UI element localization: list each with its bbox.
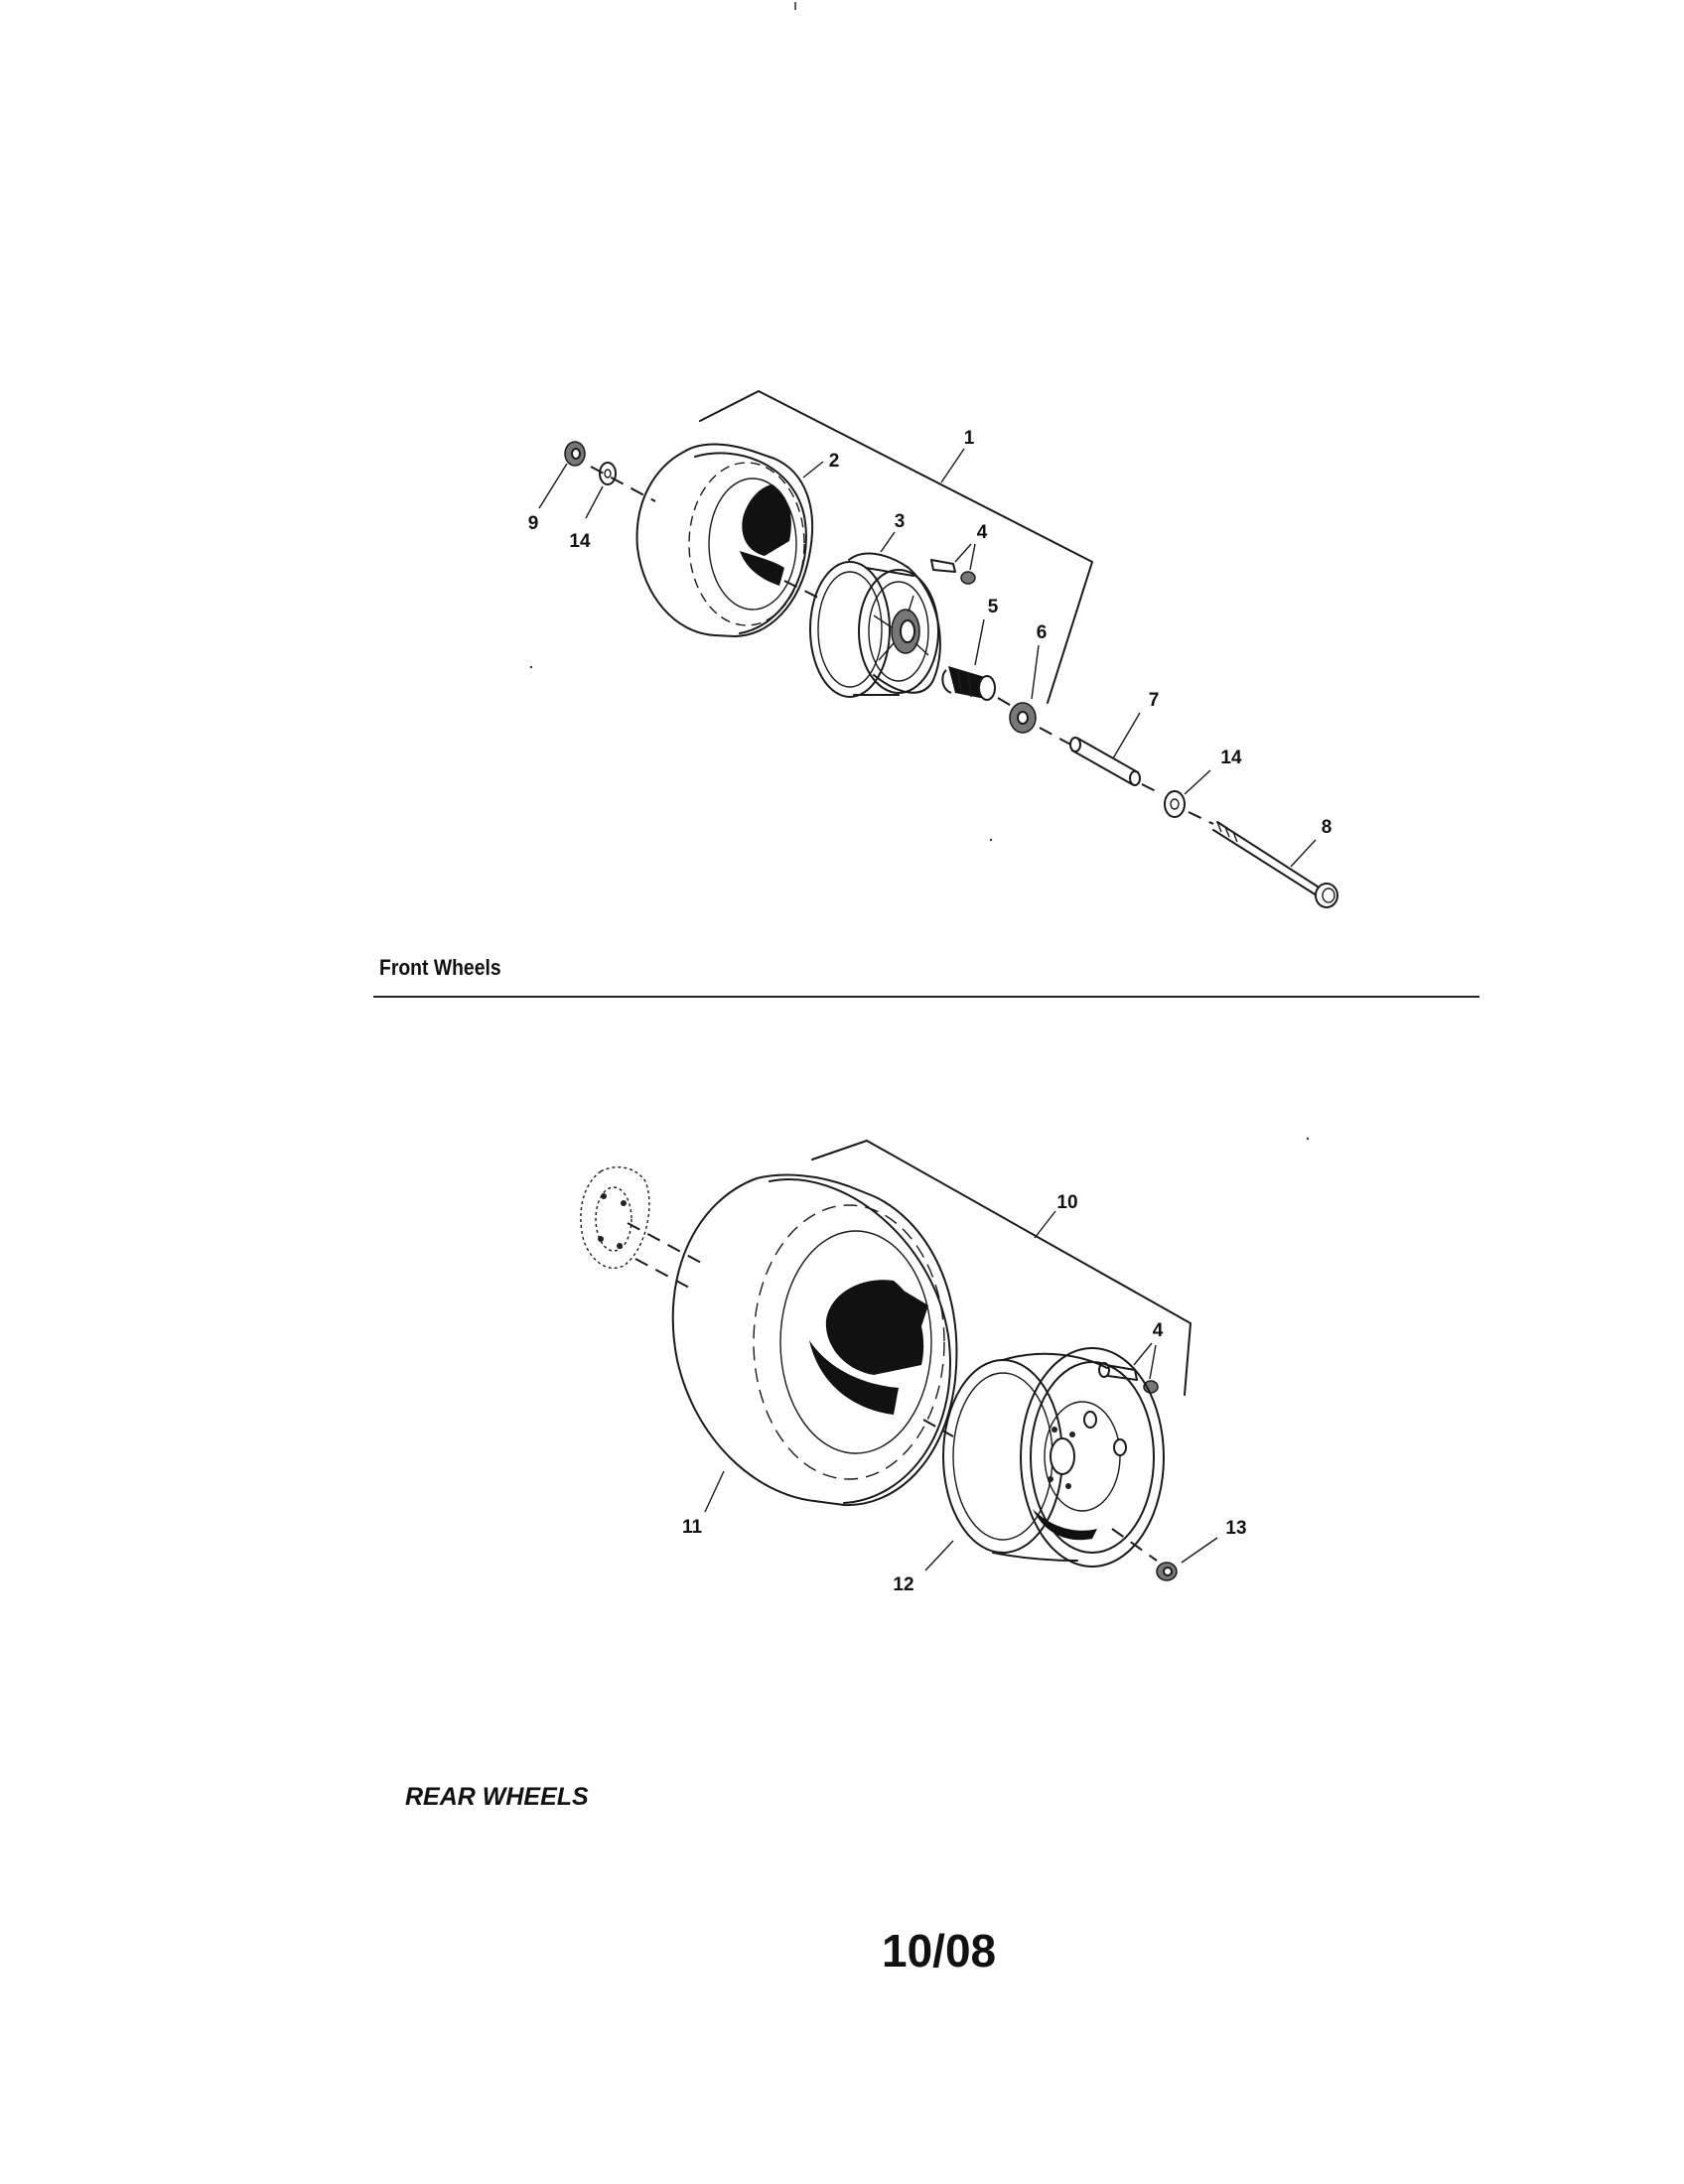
leader-4c [1133, 1342, 1153, 1366]
rear-lug-nut-13 [1156, 1562, 1178, 1581]
front-washer-14-left [599, 462, 617, 485]
front-wheel-assembly: 1 2 3 4 5 6 7 8 9 14 14 [528, 390, 1338, 908]
leader-13 [1181, 1537, 1218, 1564]
rear-axis-13 [1111, 1528, 1158, 1562]
callout-12: 12 [893, 1574, 913, 1595]
axis-line-mid [783, 580, 825, 602]
rear-wheel-assembly: 10 4 11 12 13 [580, 1140, 1247, 1595]
callout-11: 11 [682, 1517, 703, 1538]
callout-5: 5 [988, 597, 999, 617]
callout-3: 3 [895, 511, 906, 532]
callout-10: 10 [1056, 1192, 1077, 1213]
front-valve-stem-4 [930, 559, 976, 585]
axis-line-6 [1039, 727, 1075, 748]
leader-12 [924, 1540, 954, 1571]
leader-14-right [1184, 769, 1211, 795]
front-nut-9 [564, 441, 586, 467]
front-bearing-5 [941, 666, 996, 701]
callout-2: 2 [829, 451, 840, 472]
assembly-bracket-1 [699, 390, 1093, 704]
front-washer-14-right [1164, 790, 1186, 818]
axis-line-left [590, 466, 656, 502]
leader-8 [1290, 839, 1317, 868]
rear-axis-lower [634, 1258, 690, 1289]
leader-14-left [585, 485, 604, 519]
callout-1: 1 [964, 428, 975, 449]
leader-10 [1034, 1210, 1056, 1239]
axis-line-7 [1141, 783, 1163, 795]
section-divider [373, 996, 1479, 998]
speck [989, 838, 993, 842]
leader-7 [1112, 712, 1141, 759]
front-tire-2 [635, 443, 813, 637]
axis-line-14 [1188, 811, 1214, 825]
leader-3 [880, 531, 896, 553]
callout-8: 8 [1322, 817, 1333, 838]
rear-rim-12 [942, 1347, 1165, 1568]
assembly-bracket-10 [811, 1140, 1192, 1396]
section-title-front-wheels: Front Wheels [379, 955, 501, 980]
callout-6: 6 [1037, 622, 1048, 643]
callout-9: 9 [528, 513, 539, 534]
leader-4d [1149, 1344, 1157, 1380]
leader-9 [538, 463, 568, 509]
callout-14-left: 14 [569, 531, 591, 552]
section-title-rear-wheels: REAR WHEELS [405, 1783, 589, 1811]
front-rim-3 [809, 552, 941, 698]
leader-6 [1031, 644, 1040, 700]
front-sleeve-7 [1069, 737, 1141, 786]
front-spacer-6 [1009, 702, 1037, 734]
rear-axis-upper [627, 1222, 704, 1265]
leader-4b [969, 543, 976, 571]
leader-1 [940, 448, 965, 483]
page-code: 10/08 [882, 1925, 997, 1977]
rear-axis-mid [922, 1419, 954, 1437]
rear-hub [580, 1165, 650, 1269]
speck [529, 665, 533, 669]
callout-13: 13 [1225, 1518, 1246, 1539]
callout-4-rear: 4 [1153, 1320, 1164, 1341]
callout-4-front: 4 [977, 522, 988, 543]
leader-4a [954, 543, 972, 563]
leader-5 [974, 618, 985, 666]
axis-line-5 [997, 697, 1016, 709]
callout-7: 7 [1149, 690, 1160, 711]
leader-2 [802, 461, 824, 478]
leader-11 [704, 1470, 725, 1513]
front-bolt-8 [1212, 821, 1338, 908]
rear-tire-11 [671, 1173, 958, 1507]
speck [1306, 1137, 1310, 1141]
callout-14-right: 14 [1220, 748, 1242, 768]
